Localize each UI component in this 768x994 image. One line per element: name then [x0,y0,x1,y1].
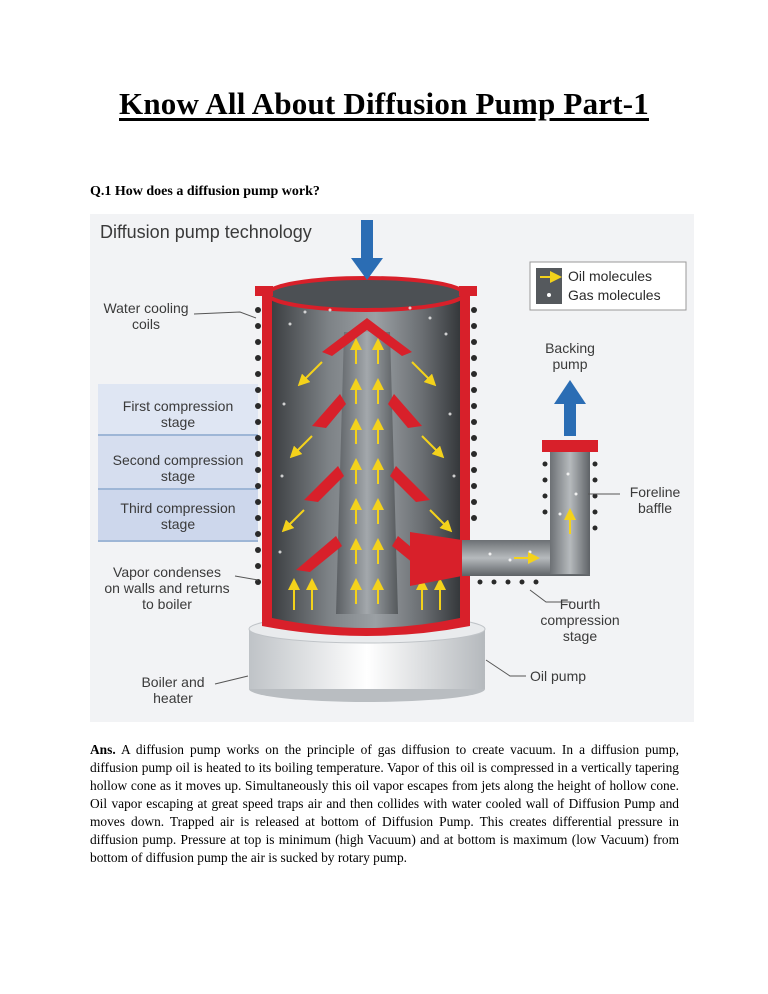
inlet-arrow [351,220,383,280]
foreline-pipe [410,440,598,586]
label-boiler-and-heater: Boiler and heater [130,674,216,706]
stage-bands [98,384,258,542]
legend-oil-molecules: Oil molecules [568,268,653,284]
label-line: stage [160,468,196,484]
label-water-cooling-coils: Water cooling coils [96,300,196,332]
label-line: stage [160,414,196,430]
question-heading: Q.1 How does a diffusion pump work? [90,184,320,199]
label-line: Fourth [559,596,601,612]
label-line: on walls and returns [104,580,230,596]
diagram-heading: Diffusion pump technology [100,222,312,242]
label-fourth-compression-stage: Fourth compression stage [530,596,630,644]
answer-paragraph: Ans. A diffusion pump works on the princ… [90,741,679,867]
label-foreline-baffle: Foreline baffle [622,484,688,516]
label-line: pump [552,356,588,372]
label-oil-pump: Oil pump [530,668,587,684]
label-vapor-condenses: Vapor condenses on walls and returns to … [94,564,240,612]
label-backing-pump: Backing pump [538,340,602,372]
label-second-compression-stage: Second compression stage [98,452,258,484]
label-line: Vapor condenses [113,564,221,580]
pump-body [255,276,477,636]
label-line: Backing [545,340,595,356]
label-line: to boiler [142,596,192,612]
label-line: First compression [122,398,234,414]
label-line: Water cooling [103,300,189,316]
label-line: Foreline [629,484,681,500]
legend [529,261,687,311]
label-first-compression-stage: First compression stage [98,398,258,430]
label-line: stage [160,516,196,532]
answer-text: A diffusion pump works on the principle … [90,742,679,865]
legend-labels: Oil molecules Gas molecules [568,267,661,305]
label-line: Second compression [112,452,244,468]
label-line: heater [153,690,193,706]
label-line: coils [131,316,160,332]
leader-lines [193,311,620,685]
label-third-compression-stage: Third compression stage [98,500,258,532]
legend-gas-molecules: Gas molecules [568,287,661,303]
label-line: stage [562,628,598,644]
document-title: Know All About Diffusion Pump Part-1 [119,86,649,121]
label-line: Boiler and [141,674,205,690]
diffusion-pump-diagram: Diffusion pump technology Oil molecules … [90,214,694,722]
label-line: baffle [638,500,672,516]
label-line: Third compression [120,500,236,516]
backing-pump-arrow [554,380,586,436]
answer-label: Ans. [90,742,116,757]
label-line: compression [540,612,620,628]
